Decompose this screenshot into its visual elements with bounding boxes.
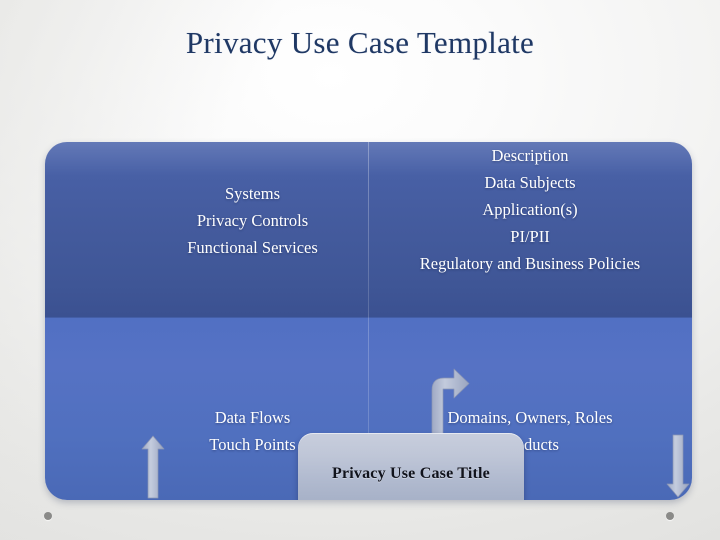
quadrant-bottom-left: Data Flows Touch Points (105, 404, 400, 458)
bottom-left-dot (44, 512, 52, 520)
quadrant-top-left-line-1: Systems (224, 184, 280, 203)
quadrant-top-left-line-3: Functional Services (187, 238, 318, 257)
quadrant-top-right-line-3: Application(s) (482, 200, 578, 219)
quadrant-bottom-right-line-1: Domains, Owners, Roles (447, 408, 613, 427)
center-title-box-label: Privacy Use Case Title (331, 464, 490, 482)
arrow-down-icon (666, 434, 690, 498)
arrow-up-icon (141, 435, 165, 499)
quadrant-bottom-left-line-1: Data Flows (214, 408, 291, 427)
quadrant-top-right-line-2: Data Subjects (484, 173, 576, 192)
panel-vertical-divider (368, 142, 369, 500)
quadrant-top-right-line-5: Regulatory and Business Policies (419, 254, 641, 273)
quadrant-top-left-line-2: Privacy Controls (196, 211, 309, 230)
bottom-right-dot (666, 512, 674, 520)
center-title-box[interactable]: Privacy Use Case Title (298, 433, 524, 500)
quadrant-top-right-line-1: Description (491, 146, 569, 165)
bent-arrow-up-right-icon (424, 368, 470, 448)
quadrant-bottom-left-line-2: Touch Points (209, 435, 296, 454)
quadrant-top-right-line-4: PI/PII (510, 227, 550, 246)
page-title: Privacy Use Case Template (185, 25, 535, 60)
quadrant-top-right: Description Data Subjects Application(s)… (375, 142, 685, 277)
quadrant-top-left: Systems Privacy Controls Functional Serv… (105, 180, 400, 261)
content-panel: Systems Privacy Controls Functional Serv… (45, 142, 692, 500)
